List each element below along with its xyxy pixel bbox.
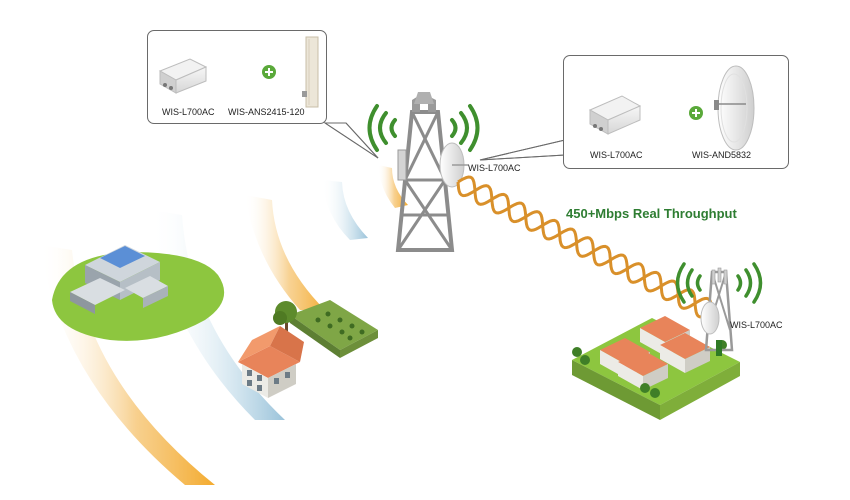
- callout-connectors: [323, 122, 566, 161]
- house: [238, 326, 304, 398]
- callout-left: WIS-L700AC WIS-ANS2415-120: [147, 30, 327, 124]
- main-tower-label: WIS-L700AC: [468, 163, 521, 173]
- tower-dish: [439, 142, 468, 188]
- antenna-label: WIS-AND5832: [692, 150, 752, 160]
- callout-right: WIS-L700AC WIS-AND5832: [563, 55, 789, 169]
- throughput-label: 450+Mbps Real Throughput: [566, 206, 737, 221]
- plus-circle-icon: [689, 106, 703, 120]
- device-label: WIS-L700AC: [590, 150, 643, 160]
- tree: [273, 301, 297, 332]
- wireless-link: [456, 175, 714, 319]
- link-wave: [456, 181, 713, 319]
- village: [572, 262, 763, 420]
- dish-antenna-device: [714, 65, 755, 151]
- office-building: [70, 245, 168, 314]
- signal-arcs-icon: [367, 104, 480, 152]
- access-point-device: [158, 58, 208, 94]
- main-tower: [367, 92, 480, 252]
- sector-antenna: [397, 149, 407, 181]
- remote-tower: [675, 262, 763, 356]
- sector-antenna-device: [302, 36, 319, 108]
- wave-arc: [378, 165, 408, 208]
- office-island: [52, 245, 225, 341]
- device-label: WIS-L700AC: [162, 107, 215, 117]
- remote-tower-label: WIS-L700AC: [730, 320, 783, 330]
- village-house: [660, 333, 710, 373]
- village-house: [618, 350, 668, 390]
- link-wave: [457, 175, 714, 313]
- wave-arc: [40, 245, 215, 485]
- wave-arc: [322, 180, 368, 240]
- signal-arcs-icon: [675, 262, 763, 304]
- access-point-device: [588, 95, 642, 135]
- wave-arc: [245, 195, 325, 310]
- antenna-label: WIS-ANS2415-120: [228, 107, 305, 117]
- field: [290, 300, 378, 350]
- plus-circle-icon: [262, 65, 276, 79]
- house-field: [238, 300, 378, 398]
